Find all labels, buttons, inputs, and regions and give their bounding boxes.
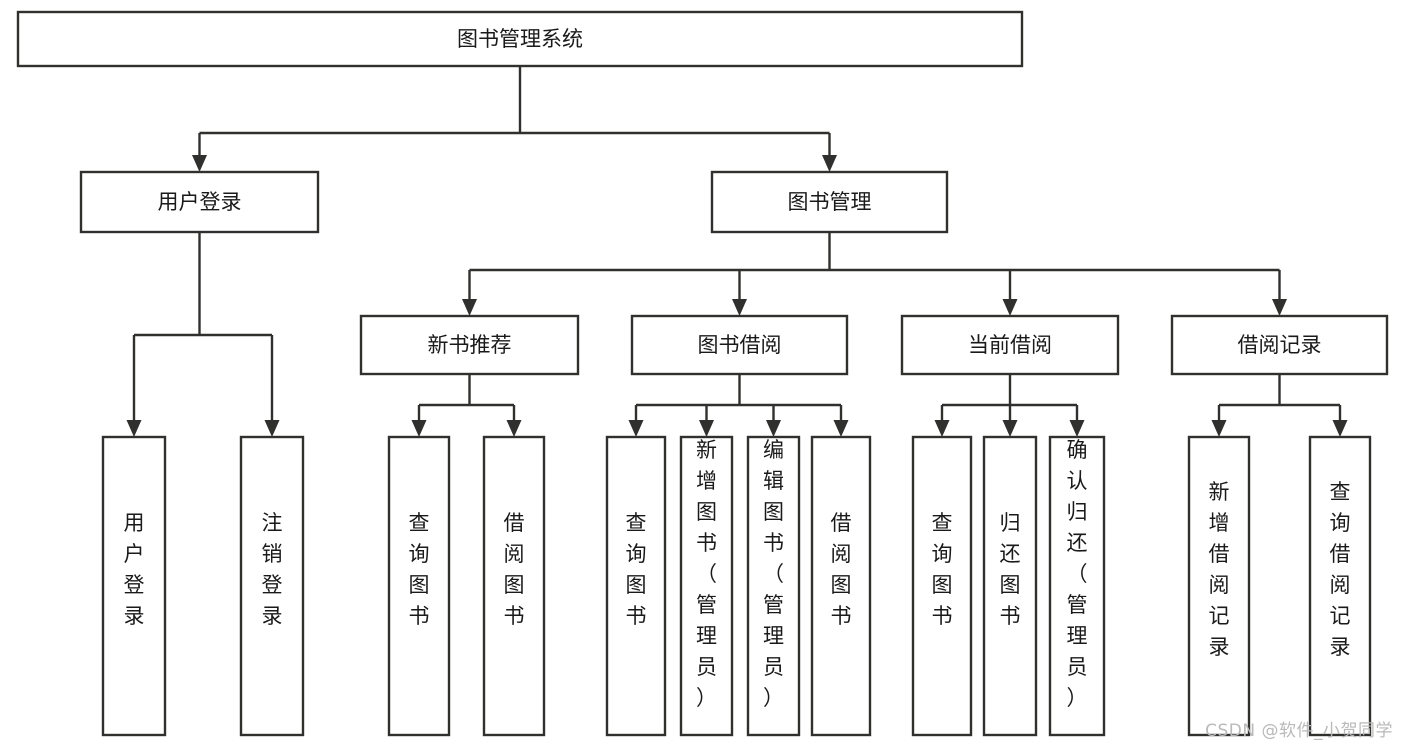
node-l3-borrow-lend[interactable]: 借阅图书 [810, 435, 872, 737]
node-box[interactable] [387, 435, 451, 737]
arrow-head-icon [264, 420, 280, 437]
node-box[interactable] [482, 435, 546, 737]
node-label: 用户登录 [158, 190, 242, 214]
node-l2-record[interactable]: 借阅记录 [1170, 314, 1389, 376]
edge-group [1211, 374, 1348, 437]
node-label: 新书推荐 [428, 333, 512, 357]
node-label: 新增图书（管理员） [696, 438, 717, 710]
node-label: 借阅图书 [831, 511, 852, 628]
node-l3-cur-query[interactable]: 查询图书 [911, 435, 973, 737]
node-box[interactable] [710, 170, 949, 234]
node-box[interactable] [359, 314, 580, 376]
node-l3-rec-add[interactable]: 新增借阅记录 [1187, 435, 1251, 737]
arrow-head-icon [411, 420, 427, 437]
node-l1-book[interactable]: 图书管理 [710, 170, 949, 234]
node-l3-cur-confirm[interactable]: 确认归还（管理员） [1048, 435, 1106, 737]
node-l3-new-borrow[interactable]: 借阅图书 [482, 435, 546, 737]
node-l3-new-query[interactable]: 查询图书 [387, 435, 451, 737]
node-layer: 图书管理系统用户登录图书管理新书推荐图书借阅当前借阅借阅记录用户登录注销登录查询… [16, 10, 1389, 737]
node-label: 查询借阅记录 [1330, 480, 1351, 659]
node-label: 查询图书 [932, 511, 953, 628]
node-l3-borrow-query[interactable]: 查询图书 [605, 435, 667, 737]
arrow-head-icon [1002, 420, 1018, 437]
arrow-head-icon [934, 420, 950, 437]
arrow-head-icon [506, 420, 522, 437]
node-l3-borrow-add[interactable]: 新增图书（管理员） [679, 435, 734, 737]
node-box[interactable] [239, 435, 305, 737]
node-l3-borrow-edit[interactable]: 编辑图书（管理员） [746, 435, 801, 737]
arrow-head-icon [766, 420, 781, 437]
edge-group [462, 232, 1287, 316]
node-box[interactable] [101, 435, 167, 737]
edge-group [192, 66, 837, 172]
node-l3-user-login[interactable]: 用户登录 [101, 435, 167, 737]
node-l1-user[interactable]: 用户登录 [79, 170, 320, 234]
arrow-head-icon [833, 420, 849, 437]
node-label: 编辑图书（管理员） [763, 438, 784, 710]
arrow-head-icon [1211, 420, 1227, 437]
edge-group [411, 374, 522, 437]
node-l2-new[interactable]: 新书推荐 [359, 314, 580, 376]
node-box[interactable] [630, 314, 849, 376]
node-label: 用户登录 [124, 511, 145, 628]
node-label: 查询图书 [626, 511, 647, 628]
edge-group [628, 374, 849, 437]
node-box[interactable] [79, 170, 320, 234]
node-label: 图书借阅 [698, 333, 782, 357]
node-label: 当前借阅 [968, 333, 1052, 357]
node-l2-current[interactable]: 当前借阅 [900, 314, 1120, 376]
node-box[interactable] [746, 435, 801, 737]
node-box[interactable] [911, 435, 973, 737]
node-label: 注销登录 [262, 511, 283, 628]
node-l3-user-logout[interactable]: 注销登录 [239, 435, 305, 737]
node-label: 归还图书 [1000, 511, 1021, 628]
node-box[interactable] [1187, 435, 1251, 737]
edge-group [126, 232, 280, 437]
arrow-head-icon [822, 155, 837, 172]
node-box[interactable] [900, 314, 1120, 376]
arrow-head-icon [462, 299, 477, 316]
arrow-head-icon [192, 155, 207, 172]
node-label: 图书管理 [788, 190, 872, 214]
node-l3-cur-return[interactable]: 归还图书 [982, 435, 1038, 737]
node-root[interactable]: 图书管理系统 [16, 10, 1024, 68]
node-label: 借阅图书 [504, 511, 525, 628]
node-box[interactable] [810, 435, 872, 737]
node-box[interactable] [1170, 314, 1389, 376]
node-box[interactable] [982, 435, 1038, 737]
node-l3-rec-query[interactable]: 查询借阅记录 [1308, 435, 1372, 737]
node-label: 查询图书 [409, 511, 430, 628]
node-box[interactable] [16, 10, 1024, 68]
arrow-head-icon [628, 420, 644, 437]
arrow-head-icon [1002, 299, 1018, 316]
arrow-head-icon [1069, 420, 1085, 437]
node-box[interactable] [605, 435, 667, 737]
connector-layer [126, 66, 1348, 437]
node-box[interactable] [679, 435, 734, 737]
node-label: 新增借阅记录 [1209, 480, 1230, 659]
arrow-head-icon [1332, 420, 1348, 437]
node-l2-borrow[interactable]: 图书借阅 [630, 314, 849, 376]
node-label: 图书管理系统 [457, 27, 583, 51]
arrow-head-icon [732, 299, 747, 316]
arrow-head-icon [699, 420, 714, 437]
node-label: 确认归还（管理员） [1067, 438, 1088, 710]
csdn-watermark: CSDN @软件_小贺同学 [1205, 721, 1393, 741]
arrow-head-icon [126, 420, 142, 437]
arrow-head-icon [1272, 299, 1287, 316]
node-box[interactable] [1048, 435, 1106, 737]
node-box[interactable] [1308, 435, 1372, 737]
node-label: 借阅记录 [1238, 333, 1322, 357]
edge-group [934, 374, 1085, 437]
